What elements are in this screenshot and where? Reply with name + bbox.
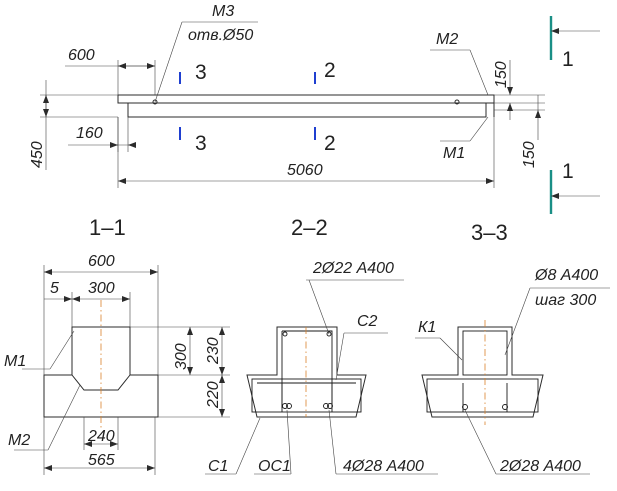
cut3-top-label: 3: [195, 61, 207, 84]
s11-dim-240: 240: [87, 428, 115, 445]
dim-5060-label: 5060: [287, 162, 323, 179]
mark-m3: М3: [212, 3, 234, 20]
dim-450-plan: 450: [29, 80, 118, 170]
s22-mark-oc1: ОС1: [258, 458, 291, 475]
leader-m2-plan: М2: [430, 31, 489, 96]
cut3-bottom-label: 3: [195, 132, 207, 155]
section-1-bottom-marker: 1: [549, 160, 600, 214]
section-2-2: 2Ø22 А400 С2 С1 ОС1 4Ø28 А400: [205, 260, 438, 475]
s11-mark-m1: М1: [4, 353, 26, 370]
s22-outline: [246, 326, 367, 418]
s11-dim-220: 220: [205, 381, 222, 409]
s11-dim-300: 300: [88, 280, 115, 297]
dim-150-plan: 150 150: [493, 60, 545, 168]
dim-160-plan: 160: [68, 117, 136, 152]
leader-m1-plan: М1: [440, 116, 489, 162]
s22-mark-c2: С2: [357, 313, 378, 330]
s22-mark-c1: С1: [208, 458, 228, 475]
title-2-2: 2–2: [291, 215, 328, 240]
beam-top-flange: [117, 94, 495, 104]
leader-m3: М3 отв.Ø50: [154, 3, 258, 103]
hole-note: отв.Ø50: [188, 27, 253, 44]
sect1-bottom-label: 1: [562, 160, 574, 183]
beam-web: [127, 103, 487, 118]
cut-2-bottom: 2: [314, 127, 336, 155]
cut-3-top: 3: [179, 61, 207, 84]
dim-600-plan: 600: [65, 47, 156, 95]
s11-dim-300-v: 300: [173, 343, 190, 370]
cut2-top-label: 2: [324, 59, 336, 82]
dim-150-bottom-label: 150: [521, 141, 538, 168]
s22-lower-cage: [251, 378, 362, 413]
s33-outline: [421, 326, 544, 418]
mark-m1-plan: М1: [443, 145, 465, 162]
section-1-top-marker: 1: [549, 16, 600, 71]
dim-150-top-label: 150: [493, 61, 510, 88]
title-1-1: 1–1: [89, 215, 126, 240]
cut-2-top: 2: [314, 59, 336, 84]
title-3-3: 3–3: [471, 220, 508, 245]
s33-spacing: шаг 300: [535, 292, 596, 309]
mark-m2-plan: М2: [436, 31, 458, 48]
hole-right: [454, 99, 460, 105]
s11-dim-5: 5: [50, 280, 59, 297]
s33-mark-k1: К1: [418, 319, 436, 336]
cut2-bottom-label: 2: [324, 132, 336, 155]
section-1-1: 600 5 300 300 230 220 240 565 М1 М2: [4, 253, 230, 475]
s11-dim-600: 600: [88, 253, 115, 270]
s33-rebar-bottom: 2Ø28 А400: [499, 458, 581, 475]
dim-160-label: 160: [76, 125, 103, 142]
section-3-3: Ø8 А400 шаг 300 К1 2Ø28 А400: [415, 267, 610, 475]
s11-mark-m2: М2: [8, 432, 30, 449]
beam-elevation: [117, 94, 495, 118]
s22-rebar-top: 2Ø22 А400: [312, 260, 394, 277]
s11-dim-230: 230: [205, 337, 222, 365]
dim-600-label: 600: [68, 47, 95, 64]
s22-rebar-bottom: 4Ø28 А400: [343, 458, 424, 475]
s33-rebar-stirrup: Ø8 А400: [534, 267, 598, 284]
cut-3-bottom: 3: [179, 127, 207, 155]
dim-450-label: 450: [29, 141, 46, 168]
dim-5060-plan: 5060: [117, 117, 495, 188]
hole-left: [152, 99, 158, 105]
s11-dim-565: 565: [88, 452, 115, 469]
sect1-top-label: 1: [562, 48, 574, 71]
